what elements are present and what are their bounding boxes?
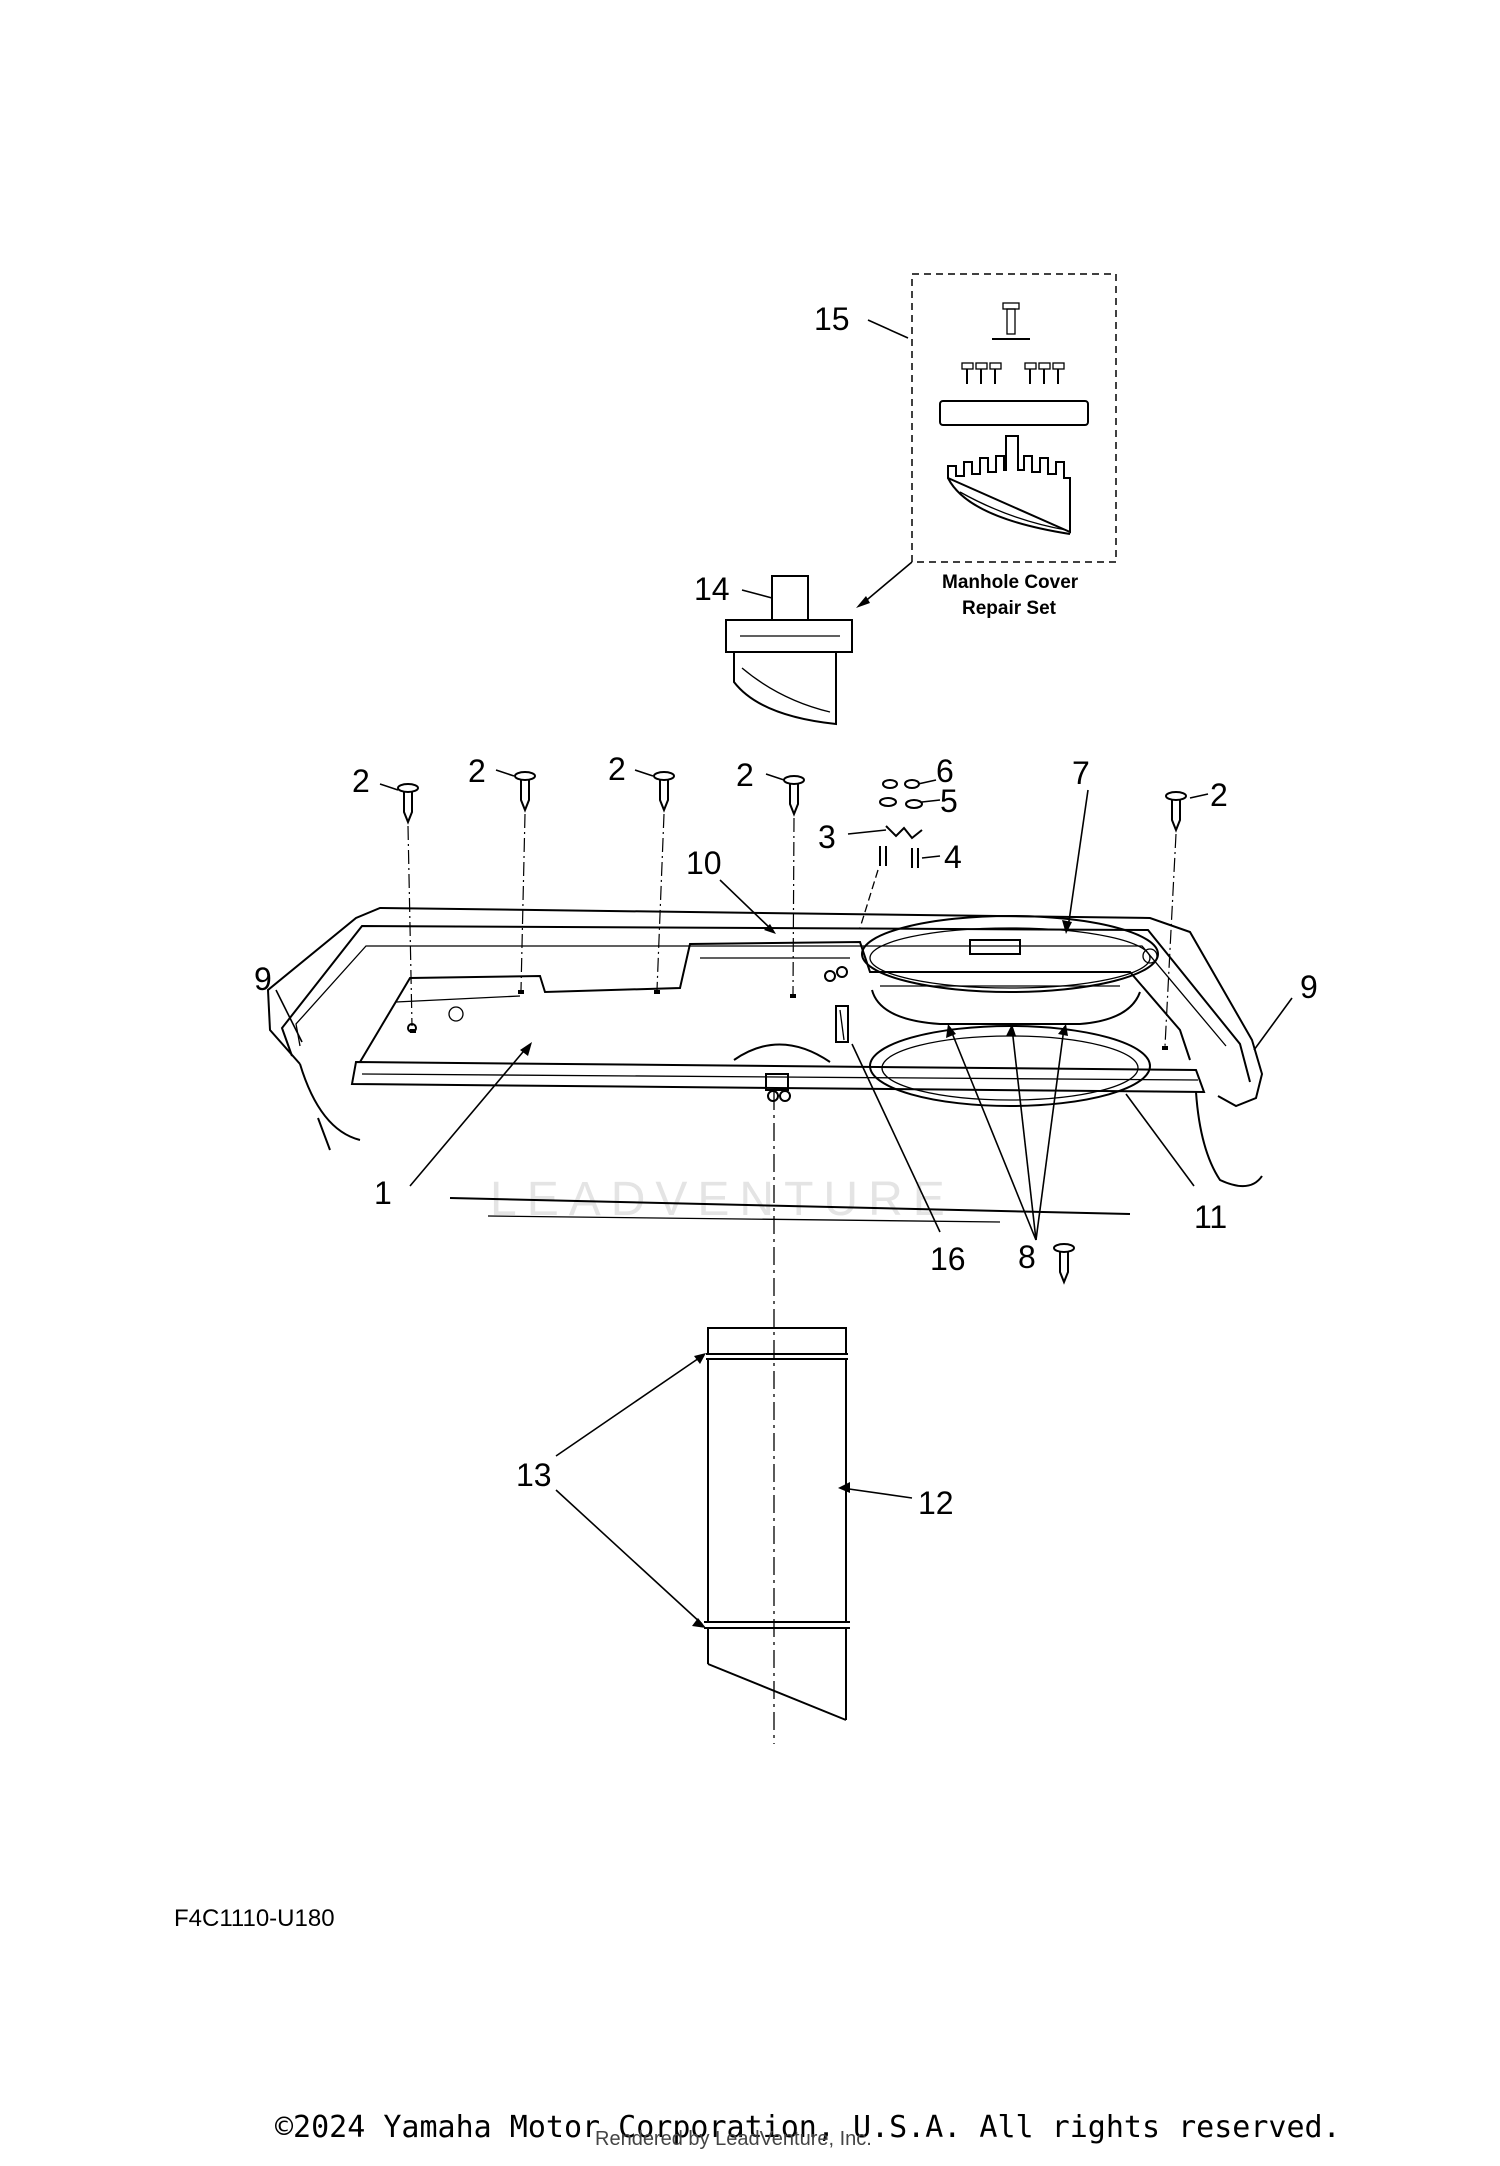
callout-5: 5 bbox=[940, 783, 958, 819]
callout-4: 4 bbox=[944, 839, 962, 875]
callout-11: 11 bbox=[1194, 1199, 1227, 1235]
washer-part-5 bbox=[879, 797, 923, 809]
deck-housing-part bbox=[266, 906, 1264, 1187]
repair-set-label-line1: Manhole Cover bbox=[942, 572, 1079, 593]
repair-set-box: Manhole Cover Repair Set bbox=[911, 273, 1117, 619]
callout-9-left: 9 bbox=[254, 961, 272, 997]
screw-8-icon bbox=[1053, 1243, 1075, 1285]
repair-screws-icon bbox=[961, 362, 1065, 384]
hatch-cover-part bbox=[861, 915, 1159, 1025]
callout-6: 6 bbox=[936, 753, 954, 789]
screw-2e-icon bbox=[1165, 791, 1187, 833]
latch-part bbox=[824, 966, 849, 1043]
part-code-label: F4C1110-U180 bbox=[174, 1905, 335, 1932]
hatch-opening-part bbox=[869, 1025, 1151, 1107]
rendered-by-text: Rendered by LeadVenture, Inc. bbox=[595, 2128, 872, 2150]
callout-2e: 2 bbox=[1210, 777, 1228, 813]
callout-1: 1 bbox=[374, 1175, 392, 1211]
tube-part bbox=[704, 1327, 850, 1721]
repair-base-icon bbox=[947, 435, 1071, 535]
nut-part-6 bbox=[882, 779, 920, 789]
manhole-plug-part bbox=[725, 575, 853, 726]
callout-12: 12 bbox=[918, 1485, 954, 1521]
callout-10: 10 bbox=[686, 845, 722, 881]
repair-plate-icon bbox=[939, 400, 1089, 426]
screw-2c-icon bbox=[653, 771, 675, 813]
watermark-text: LEADVENTURE bbox=[490, 1173, 955, 1226]
callout-14: 14 bbox=[694, 571, 730, 607]
screw-2b-icon bbox=[514, 771, 536, 813]
callout-3: 3 bbox=[818, 819, 836, 855]
bolt-part-4 bbox=[879, 846, 919, 868]
callout-7: 7 bbox=[1072, 755, 1090, 791]
clip-part-3 bbox=[885, 825, 923, 840]
front-clip-part bbox=[765, 1073, 791, 1102]
copyright-text: ©2024 Yamaha Motor Corporation, U.S.A. A… bbox=[275, 2110, 1341, 2145]
callout-2b: 2 bbox=[468, 753, 486, 789]
callout-9-right: 9 bbox=[1300, 969, 1318, 1005]
callout-2a: 2 bbox=[352, 763, 370, 799]
callout-8: 8 bbox=[1018, 1239, 1036, 1275]
callout-2c: 2 bbox=[608, 751, 626, 787]
screw-2d-icon bbox=[783, 775, 805, 817]
leader-lines bbox=[275, 319, 1293, 1628]
repair-bolt-icon bbox=[992, 302, 1030, 340]
callout-13: 13 bbox=[516, 1457, 552, 1493]
callout-2d: 2 bbox=[736, 757, 754, 793]
screw-2a-icon bbox=[397, 783, 419, 825]
callout-15: 15 bbox=[814, 301, 850, 337]
repair-set-label-line2: Repair Set bbox=[962, 598, 1057, 619]
callout-16: 16 bbox=[930, 1241, 966, 1277]
